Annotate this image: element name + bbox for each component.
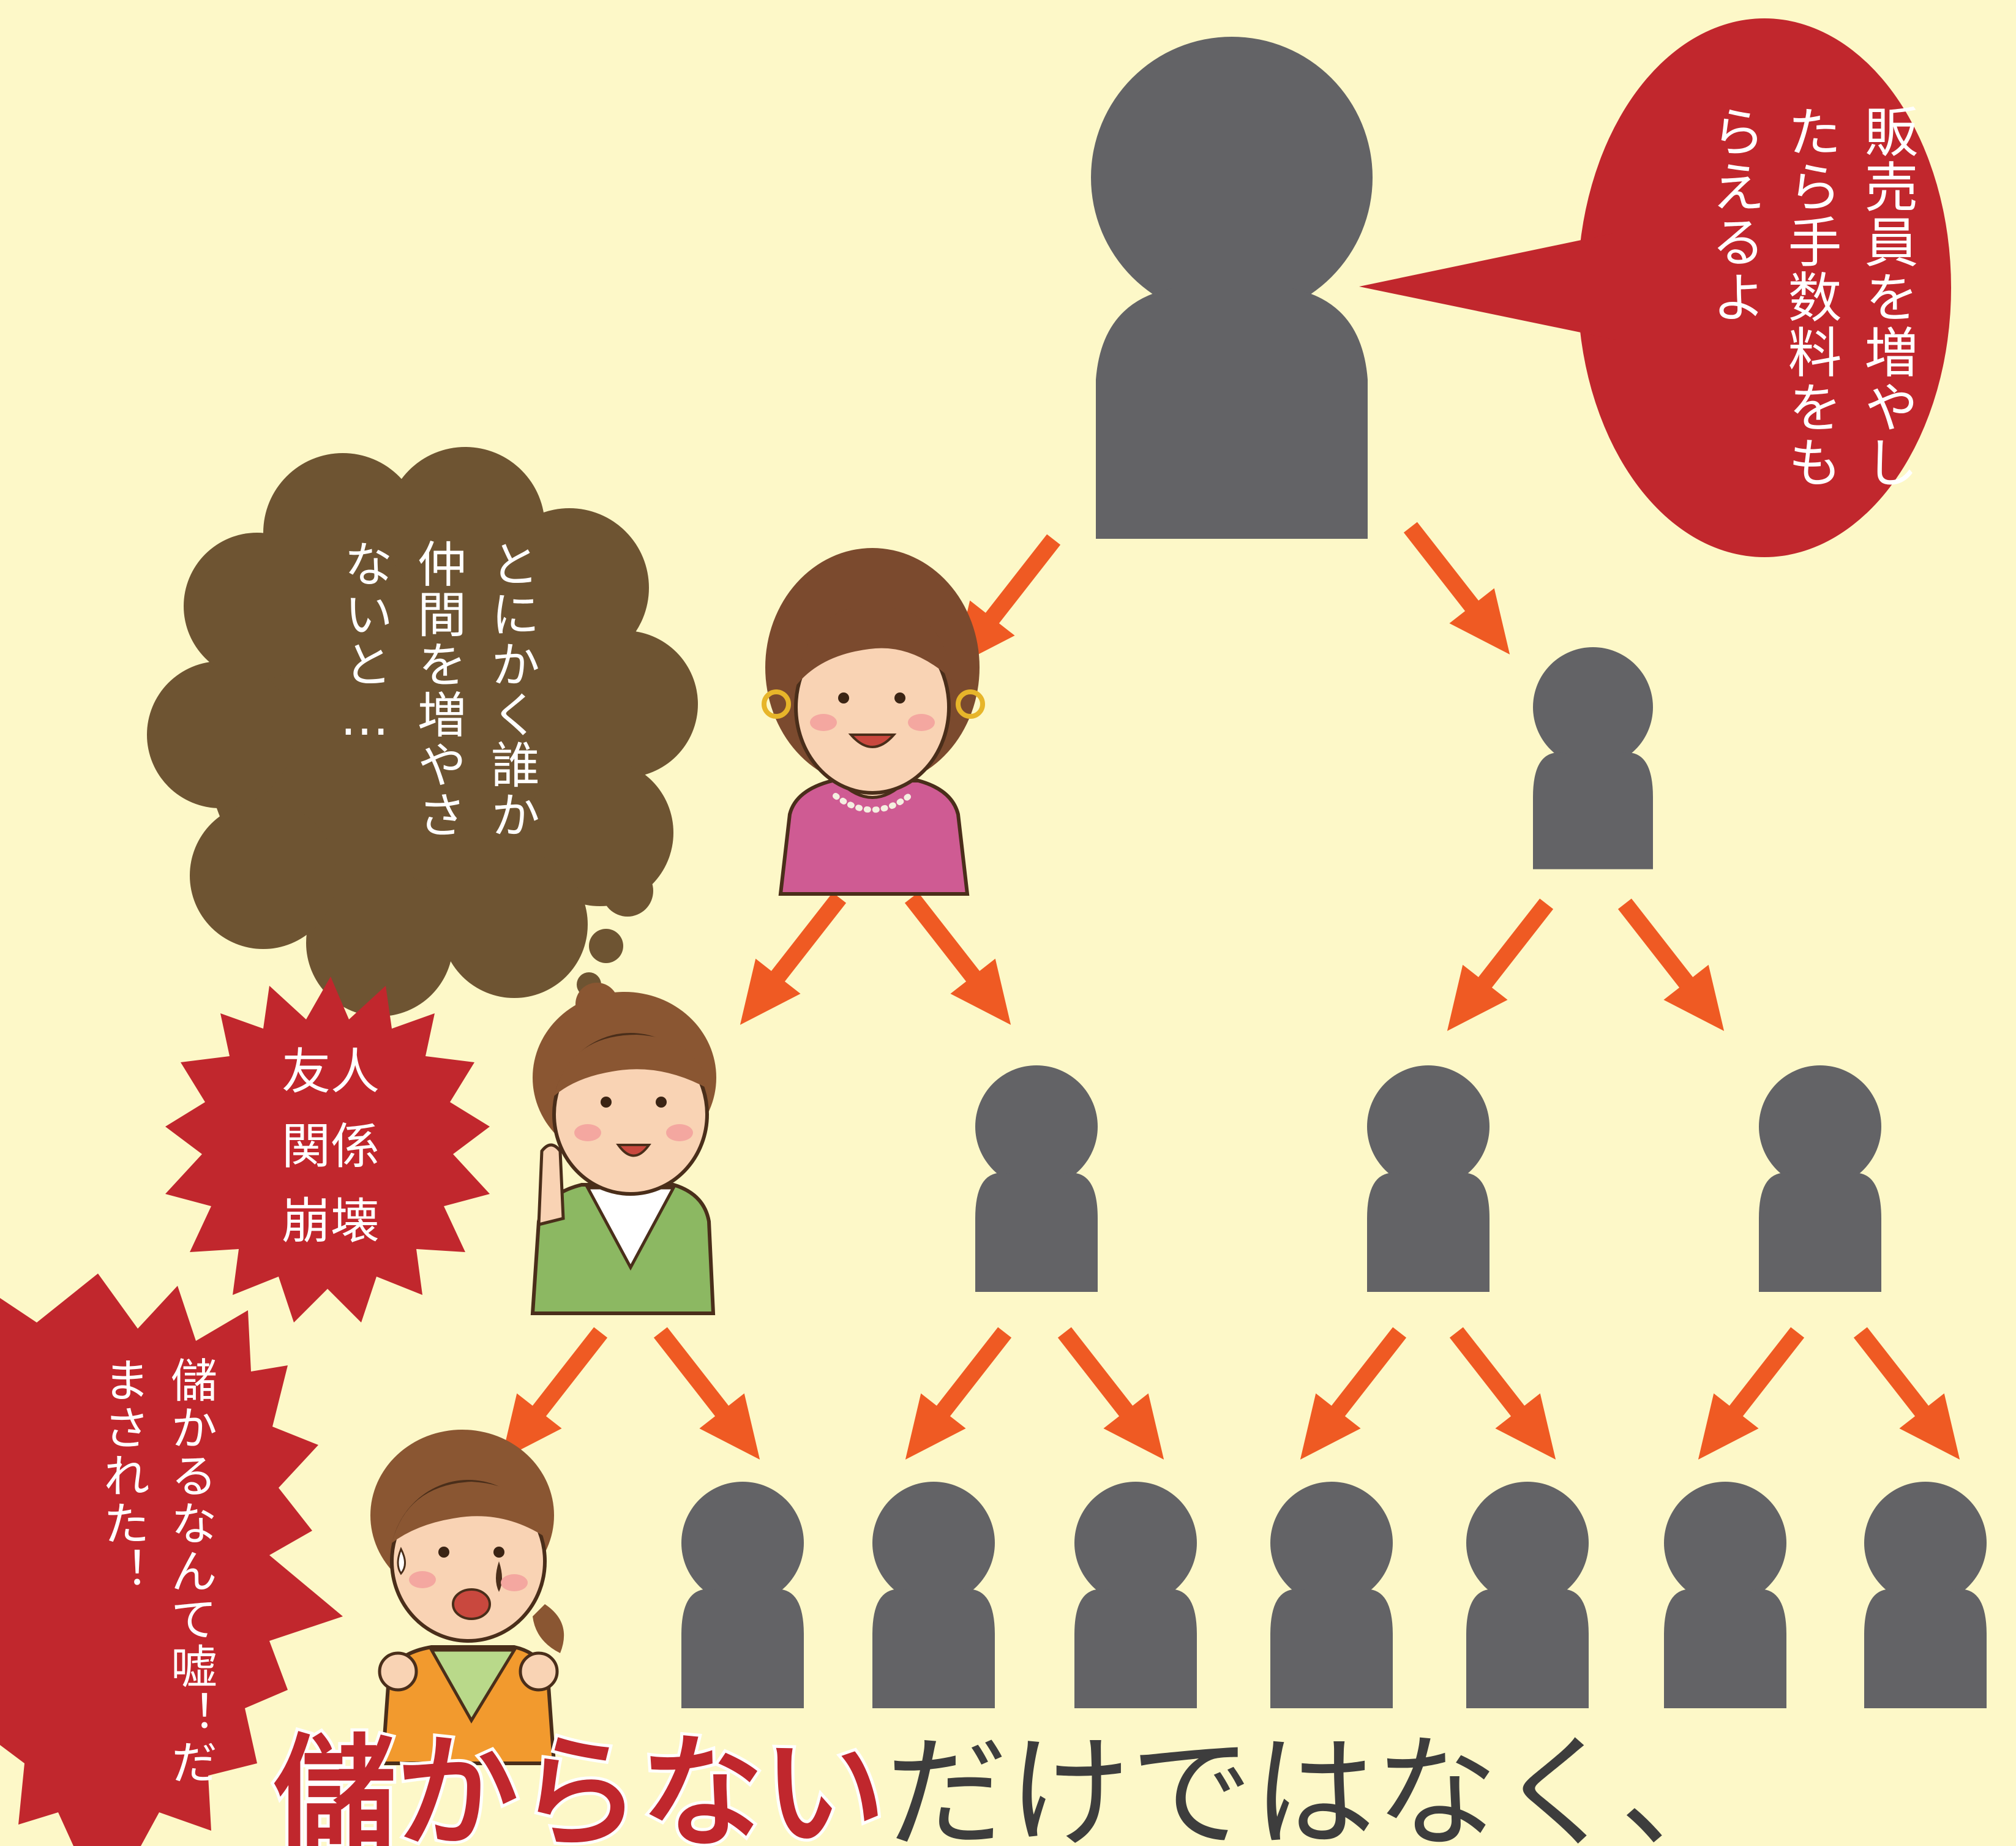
caption-rest: だけではなく、	[885, 1722, 1743, 1846]
burst-friend-line-2: 関係	[282, 1118, 380, 1175]
burst-friend-relationship	[165, 977, 490, 1323]
thought-bubble-woman1-text: とにかく誰か仲間を増やさないと…	[336, 539, 540, 840]
people-layer	[681, 647, 1987, 1708]
speech-bubble-top	[1359, 18, 1951, 557]
woman-pointing-icon	[530, 983, 716, 1315]
silhouette-level4-5	[1466, 1482, 1589, 1708]
woman-crying-icon	[370, 1430, 564, 1765]
arrow-down-icon	[501, 1327, 608, 1460]
arrow-down-icon	[1057, 1327, 1164, 1460]
arrow-down-icon	[905, 1327, 1012, 1460]
silhouette-level4-4	[1270, 1482, 1393, 1708]
arrows-layer	[501, 522, 1960, 1460]
thought-bubble-woman1	[147, 447, 698, 1016]
top-recruiter-silhouette	[1091, 37, 1373, 539]
arrow-down-icon	[653, 1327, 760, 1460]
arrow-down-icon	[1617, 898, 1725, 1031]
arrow-down-icon	[1447, 898, 1554, 1031]
silhouette-level3-2	[1367, 1065, 1490, 1292]
burst-deceived-text: 儲かるなんて嘘！だまされた！	[96, 1356, 217, 1786]
burst-deceived	[0, 1274, 343, 1846]
arrow-down-icon	[1449, 1327, 1556, 1460]
silhouette-level4-7	[1864, 1482, 1987, 1708]
arrow-down-icon	[1300, 1327, 1407, 1460]
arrow-down-icon	[1698, 1327, 1805, 1460]
silhouette-level4-6	[1664, 1482, 1786, 1708]
burst-friend-line-1: 友人	[282, 1043, 380, 1100]
silhouette-level4-1	[681, 1482, 804, 1708]
burst-friend-line-3: 崩壊	[282, 1193, 380, 1250]
arrow-down-icon	[740, 892, 847, 1025]
silhouette-level4-3	[1074, 1482, 1197, 1708]
arrow-down-icon	[954, 534, 1061, 667]
arrow-down-icon	[904, 892, 1011, 1025]
caption-heading: 儲からないだけではなく、	[0, 1714, 2016, 1846]
silhouette-level3-3	[1759, 1065, 1881, 1292]
arrow-down-icon	[1403, 522, 1510, 655]
caption-emphasis: 儲からない	[270, 1719, 888, 1846]
silhouette-level3-1	[975, 1065, 1098, 1292]
burst-friend-relationship-text: 友人 関係 崩壊	[260, 1035, 401, 1259]
silhouette-level2-right	[1533, 647, 1653, 869]
silhouette-level4-2	[872, 1482, 995, 1708]
speech-bubble-top-text: 販売員を増やしたら手数料をもらえるよ	[1703, 104, 1919, 490]
woman-smiling-icon	[762, 548, 985, 896]
arrow-down-icon	[1853, 1327, 1960, 1460]
